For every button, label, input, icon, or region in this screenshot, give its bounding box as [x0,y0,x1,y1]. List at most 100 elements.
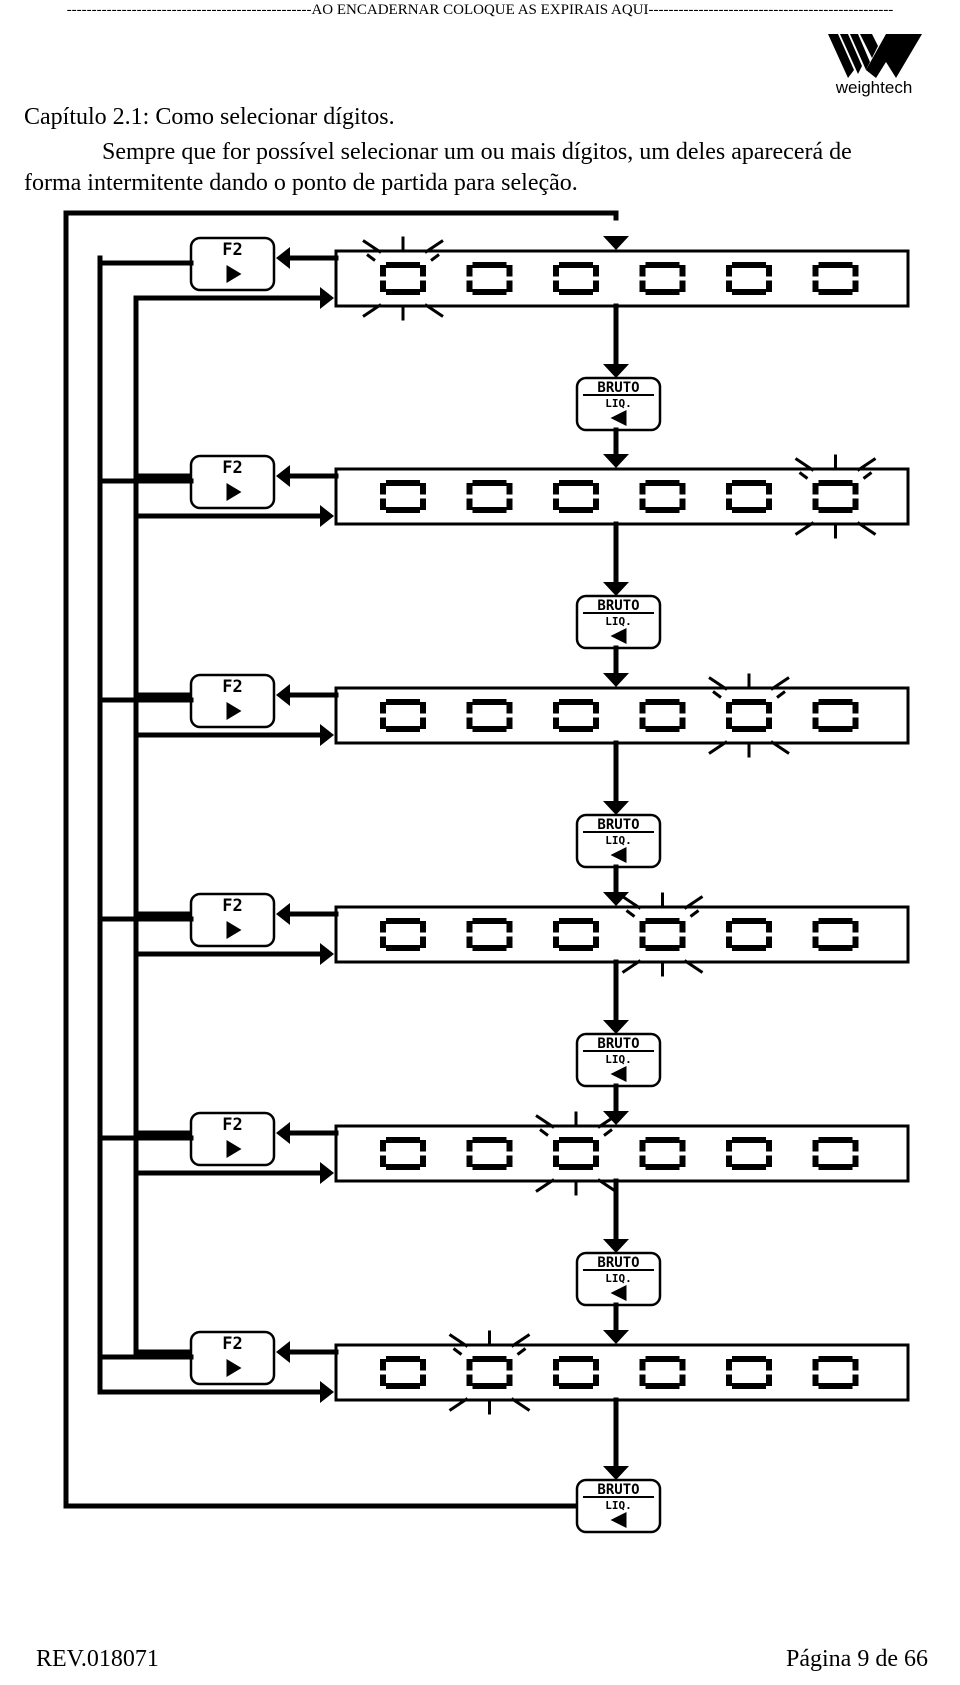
digit-segment [559,507,593,513]
digit-segment [380,265,386,277]
digit-segment [420,1155,426,1167]
f2-key: F2 [189,673,276,729]
digit-segment [732,507,766,513]
digit-segment [812,483,819,495]
digit-segment [380,1359,386,1371]
digit-segment [466,280,473,292]
digit-segment [818,1164,853,1170]
blink-ray [510,1333,531,1348]
digit-segment [679,936,686,948]
digit-segment [812,498,819,510]
digit-segment [380,498,386,510]
weightech-logo-icon [828,34,922,78]
bruto-label: BRUTO [597,380,639,396]
digit-segment [559,918,593,924]
bruto-label: BRUTO [597,817,639,833]
digit-segment [852,1140,859,1152]
blink-ray [597,1178,617,1193]
digit-segment [766,936,772,948]
digit-segment [506,1374,513,1386]
display-5 [334,1111,910,1196]
digit-segment [639,483,646,495]
display-3 [334,673,910,758]
arrowhead [603,236,629,250]
blink-ray [362,303,382,318]
digit-segment [818,1137,853,1143]
blink-ray [794,457,815,472]
digit-segment [472,945,507,951]
display-frame [334,905,910,964]
f2-key: F2 [189,892,276,948]
digit-segment [559,289,593,295]
digit-segment [380,702,386,714]
left-arrow-icon [610,1285,627,1301]
arrowhead [276,903,290,925]
digit-segment [639,1374,646,1386]
digit-segment [593,1140,599,1152]
arrowhead [320,1381,334,1403]
digit-segment [559,726,593,732]
digit-segment [472,1356,507,1362]
digit-segment [466,1140,473,1152]
arrowhead [603,1111,629,1125]
digit-segment [639,498,646,510]
arrowhead [320,505,334,527]
right-arrow-icon [226,483,242,501]
blink-ray [794,521,815,536]
digit-segment [726,1374,732,1386]
blink-ray [776,690,786,699]
digit-segment [812,1140,819,1152]
display-4 [334,892,910,977]
digit-segment [559,1383,593,1389]
digit-segment [726,1359,732,1371]
digit-segment [420,702,426,714]
digit-segment [553,717,559,729]
digit-segment [553,921,559,933]
digit-segment [679,265,686,277]
binding-note: ----------------------------------------… [66,2,894,18]
digit-segment [472,726,507,732]
digit-segment [466,265,473,277]
digit-segment [852,483,859,495]
digit-segment [852,1155,859,1167]
digit-segment [812,702,819,714]
digit-segment [679,702,686,714]
digit-segment [732,699,766,705]
digit-segment [818,699,853,705]
arrowhead [603,1020,629,1034]
arrowhead [603,364,629,378]
digit-segment [766,483,772,495]
digit-segment [645,262,680,268]
digit-segment [380,936,386,948]
arrowhead [603,1239,629,1253]
digit-segment [645,289,680,295]
blink-ray [448,1397,469,1412]
digit-segment [553,280,559,292]
digit-segment [732,1164,766,1170]
display-2 [334,454,910,539]
digit-segment [593,1155,599,1167]
digit-segment [559,262,593,268]
digit-segment [812,1359,819,1371]
blink-ray [683,959,704,974]
digit-segment [818,507,853,513]
digit-segment [593,498,599,510]
digit-segment [732,480,766,486]
digit-segment [559,945,593,951]
digit-segment [645,918,680,924]
display-frame [334,686,910,745]
liq-label: LIQ. [605,1499,632,1512]
digit-segment [766,1359,772,1371]
digit-segment [639,1359,646,1371]
digit-segment [812,936,819,948]
digit-segment [679,1359,686,1371]
digit-segment [645,480,680,486]
digit-segment [472,480,507,486]
display-frame [334,1343,910,1402]
arrowhead [603,582,629,596]
digit-segment [466,1374,473,1386]
arrowhead [320,724,334,746]
